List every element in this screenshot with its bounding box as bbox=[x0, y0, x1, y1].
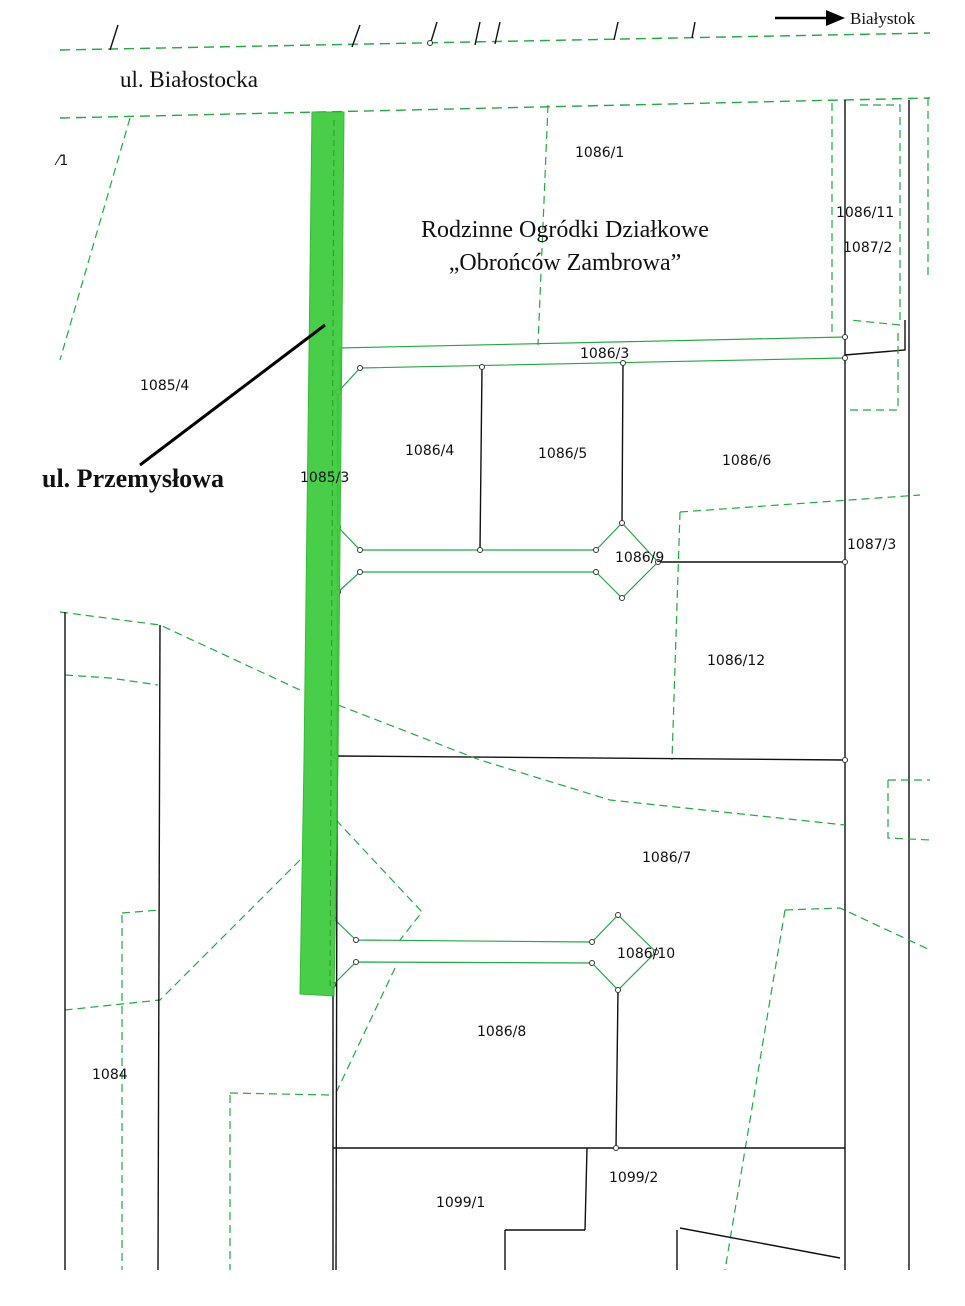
street-bialostocka-label: ul. Białostocka bbox=[120, 67, 258, 92]
parcel-label: 1086/3 bbox=[580, 346, 629, 362]
parcel-label: 1085/4 bbox=[140, 378, 189, 394]
parcel-label: 1086/4 bbox=[405, 443, 454, 459]
parcel-label: 1099/2 bbox=[609, 1170, 658, 1186]
parcel-label: 1085/3 bbox=[300, 470, 349, 486]
direction-label: Białystok bbox=[850, 9, 916, 28]
parcel-label: 1086/10 bbox=[617, 946, 675, 962]
subdivision-lines bbox=[332, 348, 846, 1271]
parcel-label: 1086/5 bbox=[538, 446, 587, 462]
garden-name-line1: Rodzinne Ogródki Działkowe bbox=[421, 217, 709, 243]
parcel-label: 1086/7 bbox=[642, 850, 691, 866]
parcel-label: 1084 bbox=[92, 1067, 128, 1083]
street-bialostocka-lines bbox=[59, 21, 931, 119]
parcel-label: 1086/11 bbox=[836, 205, 894, 221]
parcel-label: 1087/3 bbox=[847, 537, 896, 553]
parcel-label: 1086/9 bbox=[615, 550, 664, 566]
garden-name-line2: „Obrońców Zambrowa” bbox=[449, 250, 682, 276]
przemyslowa-road-edge bbox=[329, 119, 335, 991]
street-przemyslowa-label: ul. Przemysłowa bbox=[42, 464, 224, 493]
left-boundaries bbox=[59, 117, 331, 1271]
parcel-label: ⁄1 bbox=[54, 153, 68, 169]
parcel-label: 1086/6 bbox=[722, 453, 771, 469]
parcel-label: 1086/8 bbox=[477, 1024, 526, 1040]
garden-block-lines bbox=[337, 104, 846, 349]
direction-arrow-icon bbox=[775, 10, 845, 26]
parcel-label: 1087/2 bbox=[843, 240, 892, 256]
leader-line bbox=[139, 323, 326, 467]
parcel-label: 1086/12 bbox=[707, 653, 765, 669]
parcel-label: 1099/1 bbox=[436, 1195, 485, 1211]
right-boundaries bbox=[679, 98, 931, 1271]
parcel-label: 1086/1 bbox=[575, 145, 624, 161]
